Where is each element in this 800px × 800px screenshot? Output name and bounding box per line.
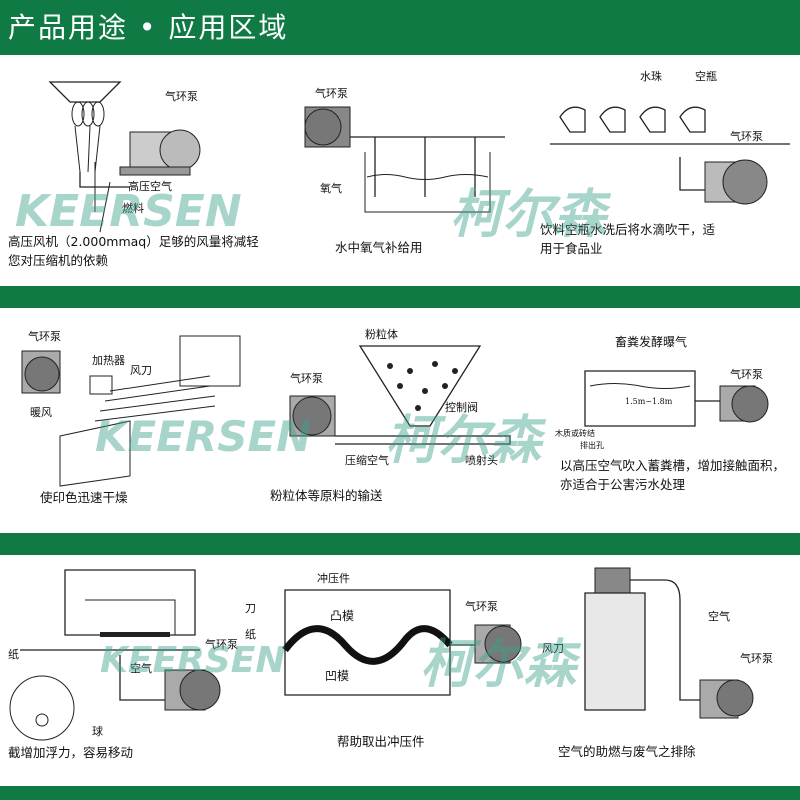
- label-nozzle: 喷射头: [465, 453, 498, 467]
- label-pump: 气环泵: [205, 637, 238, 651]
- panel-float: 刀 纸 纸 空气 气环泵 球 截增加浮力，容易移动: [0, 560, 265, 782]
- panel-caption: 截增加浮力，容易移动: [8, 745, 134, 760]
- label-oxygen: 氧气: [320, 181, 342, 195]
- label-air: 空气: [708, 609, 730, 623]
- label-powder: 粉粒体: [365, 327, 398, 341]
- label-pump: 气环泵: [740, 651, 773, 665]
- label-paper: 纸: [245, 628, 256, 641]
- label-pump: 气环泵: [315, 86, 348, 100]
- label-part: 冲压件: [317, 571, 350, 585]
- label-lower-die: 凹模: [325, 669, 349, 683]
- separator-band: [0, 286, 800, 308]
- panel-oxygen: 气环泵 氧气 水中氧气补给用: [275, 62, 533, 282]
- label-comp-air: 压缩空气: [345, 453, 389, 467]
- exhaust-diagram: 空气 风刀 气环泵: [542, 567, 773, 719]
- panel-caption: 饮料空瓶水洗后将水滴吹干，适用于食品业: [540, 222, 716, 256]
- label-fuel: 燃料: [122, 201, 144, 215]
- label-tank: 木质或砖结: [555, 428, 595, 438]
- panel-caption: 空气的助燃与废气之排除: [558, 744, 696, 759]
- label-bottle: 空瓶: [695, 69, 717, 83]
- panel-ink-dry: 气环泵 加热器 风刀 暖风 使印色迅速干燥: [0, 316, 262, 528]
- label-warm-air: 暖风: [30, 406, 52, 419]
- label-heater: 加热器: [92, 354, 125, 367]
- burner-diagram: 气环泵 高压空气 燃料: [48, 81, 201, 233]
- panel-caption: 以高压空气吹入蓄粪槽，增加接触面积，亦适合于公害污水处理: [560, 458, 786, 492]
- panel-exhaust: 空气 风刀 气环泵 空气的助燃与废气之排除: [540, 560, 800, 782]
- header-bar: 产品用途 • 应用区域: [0, 0, 800, 55]
- label-pump: 气环泵: [165, 89, 198, 103]
- label-pump: 气环泵: [465, 599, 498, 613]
- panel-caption: 帮助取出冲压件: [337, 734, 425, 749]
- label-depth: 1.5m~1.8m: [625, 397, 673, 406]
- separator-band: [0, 533, 800, 555]
- label-hp-air: 高压空气: [128, 179, 172, 193]
- label-pump: 气环泵: [28, 329, 61, 343]
- page-title: 产品用途 • 应用区域: [8, 11, 289, 44]
- label-ball: 球: [92, 724, 103, 738]
- label-pump: 气环泵: [730, 367, 763, 381]
- panel-caption: 高压风机（2.000mmaq）足够的风量将减轻您对压缩机的依赖: [8, 234, 259, 268]
- ink-dry-diagram: 气环泵 加热器 风刀 暖风: [21, 329, 241, 487]
- bottle-diagram: 水珠 空瓶 气环泵: [550, 69, 790, 205]
- panel-powder: 粉粒体 气环泵 控制阀 压缩空气 喷射头 粉粒体等原料的输送: [270, 316, 530, 528]
- panel-stamping: 冲压件 气环泵 凸模 凹模 帮助取出冲压件: [275, 560, 530, 782]
- label-pump: 气环泵: [290, 371, 323, 385]
- float-diagram: 刀 纸 纸 空气 气环泵 球: [8, 569, 256, 741]
- separator-band: [0, 786, 800, 800]
- label-air: 空气: [130, 661, 152, 675]
- oxygen-diagram: 气环泵 氧气: [304, 86, 505, 213]
- panel-caption: 水中氧气补给用: [335, 240, 423, 255]
- label-outlet: 排出孔: [580, 440, 604, 450]
- label-paper2: 纸: [8, 648, 19, 661]
- label-aeration-title: 畜粪发酵曝气: [615, 334, 687, 349]
- panel-caption: 粉粒体等原料的输送: [270, 488, 383, 503]
- stamping-diagram: 冲压件 气环泵 凸模 凹模: [282, 571, 522, 696]
- panel-bottle: 水珠 空瓶 气环泵 饮料空瓶水洗后将水滴吹干，适用于食品业: [540, 62, 800, 282]
- label-air-knife: 风刀: [542, 642, 564, 655]
- label-knife: 刀: [245, 602, 256, 615]
- panel-aeration: 畜粪发酵曝气 1.5m~1.8m 气环泵 木质或砖结 排出孔 以高压空气吹入蓄粪…: [535, 316, 800, 528]
- label-upper-die: 凸模: [330, 609, 354, 623]
- aeration-diagram: 畜粪发酵曝气 1.5m~1.8m 气环泵 木质或砖结 排出孔: [555, 334, 769, 450]
- label-pump: 气环泵: [730, 129, 763, 143]
- label-air-knife: 风刀: [130, 364, 152, 377]
- panel-caption: 使印色迅速干燥: [40, 490, 128, 505]
- powder-diagram: 粉粒体 气环泵 控制阀 压缩空气 喷射头: [289, 327, 511, 467]
- label-droplet: 水珠: [640, 69, 662, 83]
- label-valve: 控制阀: [445, 400, 478, 414]
- panel-burner: 气环泵 高压空气 燃料 高压风机（2.000mmaq）足够的风量将减轻您对压缩机…: [0, 62, 265, 282]
